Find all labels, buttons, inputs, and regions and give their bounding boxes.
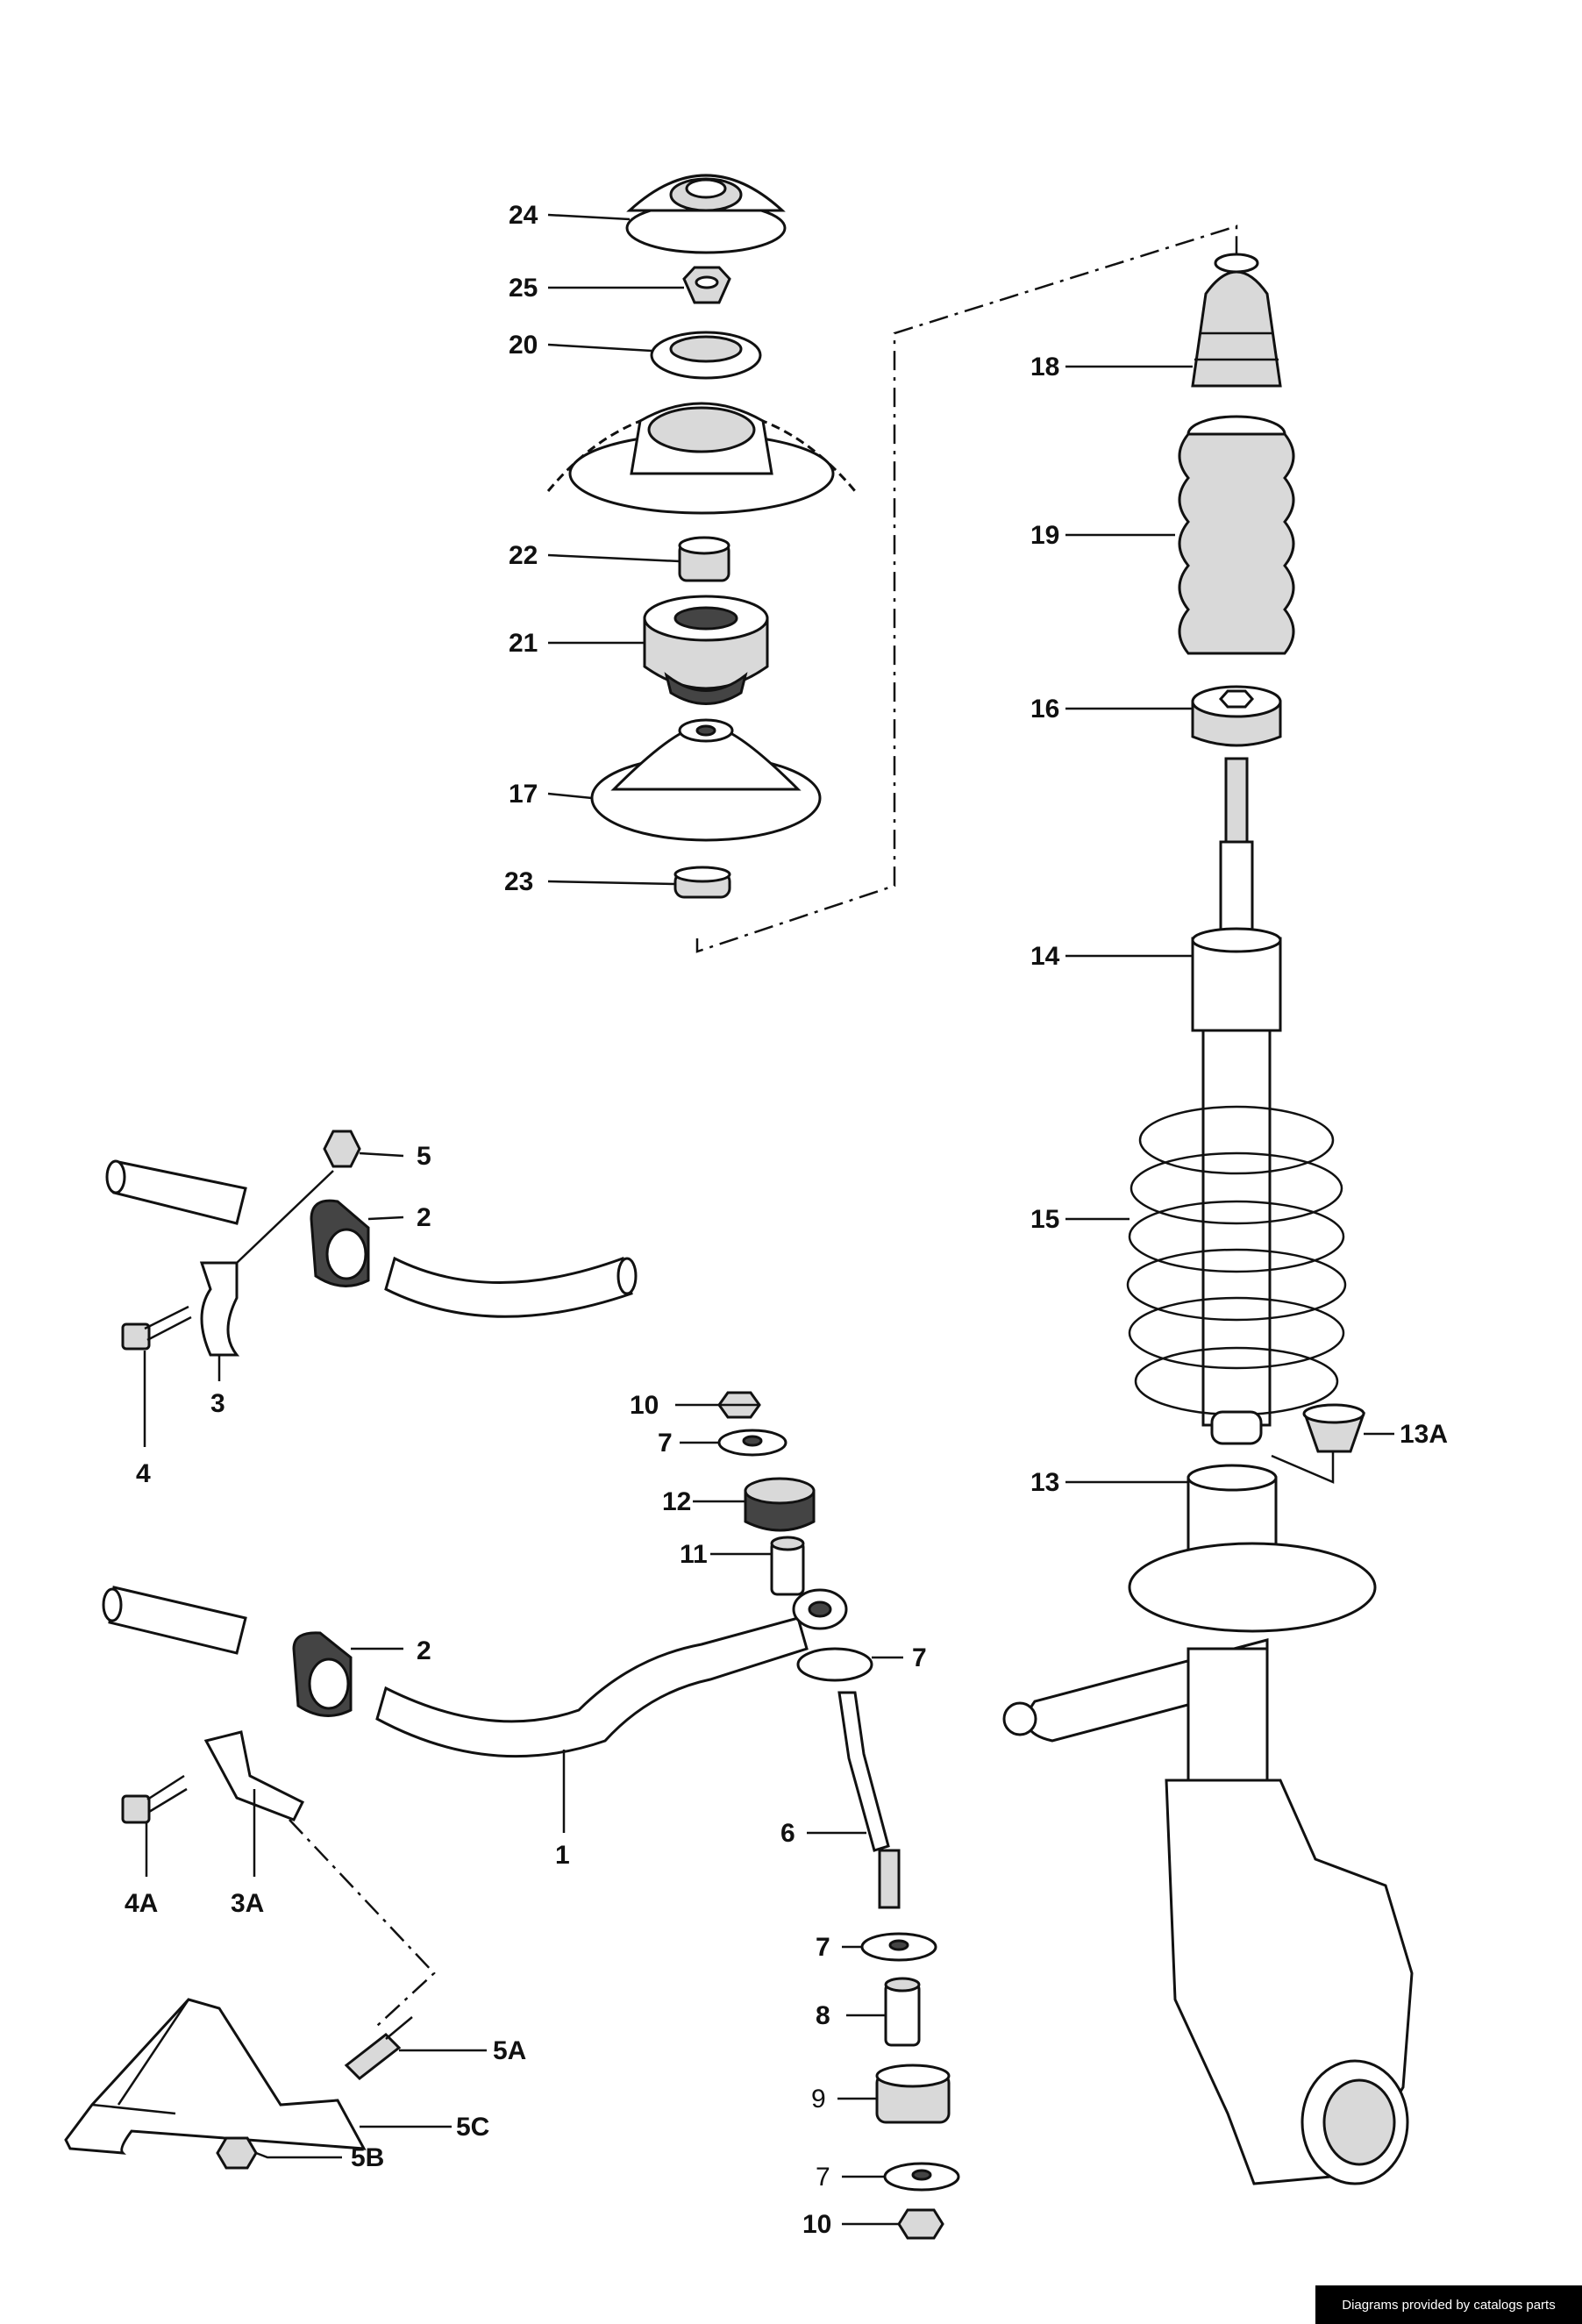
label-1: 1 [555,1841,570,1870]
label-3A: 3A [231,1889,264,1918]
label-15: 15 [1030,1205,1059,1234]
label-18: 18 [1030,353,1059,381]
part-20-washer [650,331,762,380]
part-13-strut-housing [1002,1464,1414,2185]
part-2-lower-bushing [292,1631,353,1717]
part-9-bushing [875,2064,951,2124]
strut-mount-dome [546,402,857,515]
label-2-lower: 2 [417,1636,431,1665]
part-7-washer-d [883,2162,960,2192]
part-11-sleeve [770,1536,805,1596]
label-19: 19 [1030,521,1059,550]
part-14-damper [1191,757,1282,1427]
part-3-bracket [199,1170,334,1357]
label-9: 9 [811,2085,826,2114]
label-2-upper: 2 [417,1203,431,1232]
label-5A: 5A [493,2036,526,2065]
part-4A-bolt [121,1774,188,1824]
part-16-cup [1191,685,1282,747]
label-20: 20 [509,331,538,360]
part-23-small-washer [673,866,731,899]
part-2-upper-bushing [310,1199,370,1287]
part-19-boot [1178,415,1295,655]
upper-stabilizer-bar [105,1159,638,1318]
label-7-b: 7 [912,1643,927,1672]
part-6-drop-link [837,1691,901,1909]
label-22: 22 [509,541,538,570]
label-23: 23 [504,867,533,896]
label-16: 16 [1030,695,1059,724]
label-14: 14 [1030,942,1060,971]
label-13: 13 [1030,1468,1059,1497]
part-21-rubber-mount [643,595,769,705]
part-5-nut [323,1130,361,1168]
part-5A-stud [344,2016,413,2080]
label-5B: 5B [351,2143,384,2172]
label-3: 3 [210,1389,225,1418]
label-17: 17 [509,780,538,809]
label-11: 11 [680,1540,708,1569]
part-12-bushing [744,1477,816,1532]
label-7-a: 7 [658,1429,673,1458]
part-1-stabilizer-bar [102,1586,848,1758]
label-25: 25 [509,274,538,303]
leader-lines [143,213,1394,2226]
dashed-line-stabilizer [289,1819,436,2027]
part-22-bushing [678,536,730,582]
part-7-washer-b [796,1647,873,1682]
part-15-coil-spring [1126,1105,1347,1445]
label-10-bottom: 10 [802,2210,831,2239]
label-5C: 5C [456,2113,489,2142]
part-13A-cap [1302,1403,1366,1453]
label-5: 5 [417,1142,431,1171]
label-7-c: 7 [816,1933,830,1962]
dashed-connector-line [695,225,1238,953]
label-21: 21 [509,629,538,658]
label-8: 8 [816,2001,830,2030]
part-8-sleeve [884,1977,921,2047]
part-5B-nut [216,2136,258,2170]
part-17-bearing-plate [590,718,822,842]
part-3A-bracket [203,1730,305,1821]
part-24-top-cap [625,174,787,254]
label-12: 12 [662,1487,691,1516]
label-4A: 4A [125,1889,158,1918]
label-7-d: 7 [816,2163,830,2192]
part-25-nut [682,266,731,304]
part-7-washer-a [717,1429,787,1457]
label-4: 4 [136,1459,151,1488]
label-13A: 13A [1400,1420,1448,1449]
label-24: 24 [509,201,538,230]
label-6: 6 [780,1819,795,1848]
credit-banner: Diagrams provided by catalogs parts [1315,2285,1582,2324]
part-18-bump-stop [1191,253,1282,388]
part-5C-bracket [64,1998,367,2155]
part-7-washer-c [860,1932,937,1962]
label-10-top: 10 [630,1391,659,1420]
part-10-bottom-nut [897,2208,944,2240]
part-4-bolt [121,1305,192,1351]
